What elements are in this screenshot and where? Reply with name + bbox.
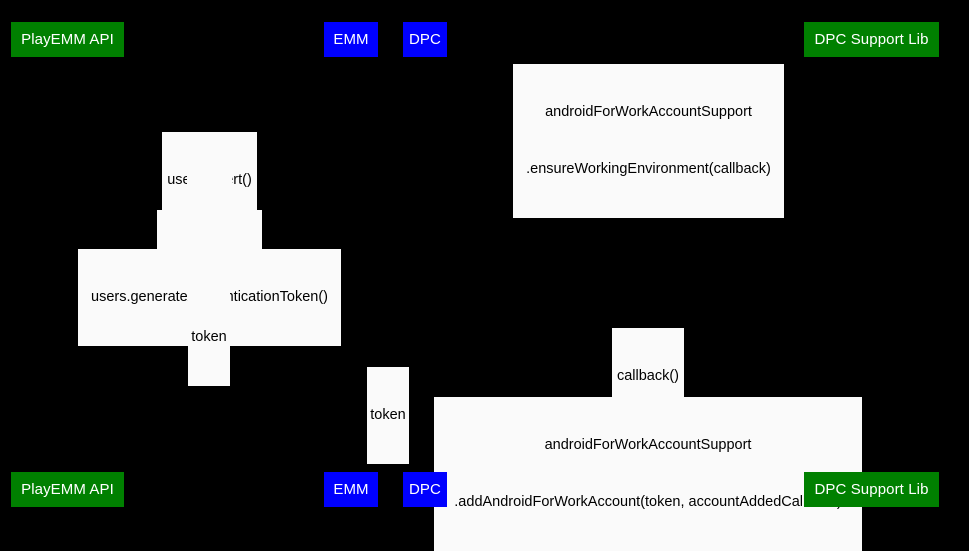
message-line-1: callback() — [616, 368, 680, 384]
participant-box-dpc-support-lib-top[interactable]: DPC Support Lib — [804, 22, 939, 57]
participant-box-dpc-bottom[interactable]: DPC — [403, 472, 447, 507]
message-line-2: .addAndroidForWorkAccount(token, account… — [454, 494, 842, 510]
participant-box-playemm-api-bottom[interactable]: PlayEMM API — [11, 472, 124, 507]
message-label-ensure-working-environment[interactable]: androidForWorkAccountSupport .ensureWork… — [513, 64, 784, 218]
participant-box-emm-bottom[interactable]: EMM — [324, 472, 378, 507]
participant-label: DPC Support Lib — [814, 31, 929, 48]
message-line-1: token — [370, 407, 406, 423]
message-label-token-2[interactable]: token — [367, 367, 409, 464]
participant-box-playemm-api-top[interactable]: PlayEMM API — [11, 22, 124, 57]
message-line-1: androidForWorkAccountSupport — [544, 437, 752, 453]
participant-box-emm-top[interactable]: EMM — [324, 22, 378, 57]
participant-label: DPC — [409, 31, 441, 48]
sequence-diagram-canvas: PlayEMM API EMM DPC DPC Support Lib andr… — [11, 22, 939, 551]
participant-label: PlayEMM API — [21, 481, 114, 498]
participant-label: EMM — [333, 31, 369, 48]
participant-label: DPC — [409, 481, 441, 498]
participant-label: EMM — [333, 481, 369, 498]
participant-box-dpc-top[interactable]: DPC — [403, 22, 447, 57]
participant-label: DPC Support Lib — [814, 481, 929, 498]
message-line-1: androidForWorkAccountSupport — [545, 104, 752, 120]
message-label-token-1[interactable]: token — [188, 289, 230, 386]
participant-box-dpc-support-lib-bottom[interactable]: DPC Support Lib — [804, 472, 939, 507]
message-line-2: .ensureWorkingEnvironment(callback) — [526, 161, 771, 177]
participant-label: PlayEMM API — [21, 31, 114, 48]
message-label-add-android-for-work-account[interactable]: androidForWorkAccountSupport .addAndroid… — [434, 397, 862, 551]
message-line-1: token — [191, 329, 227, 345]
